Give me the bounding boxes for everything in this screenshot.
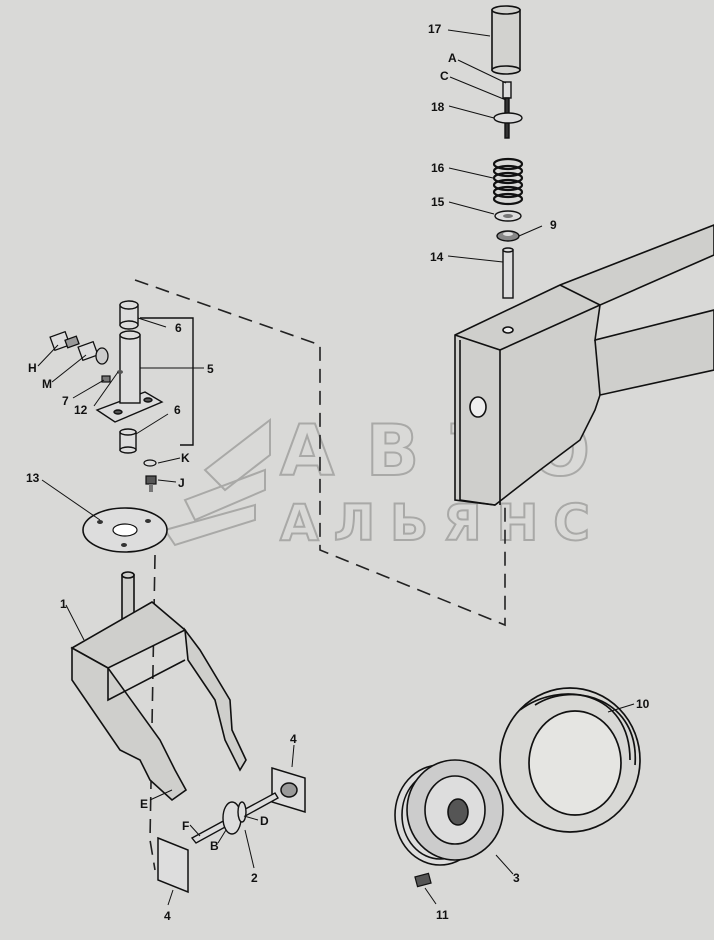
label-f: F: [182, 819, 189, 833]
label-14: 14: [430, 250, 444, 264]
label-15: 15: [431, 195, 445, 209]
label-5: 5: [207, 362, 214, 376]
part-2-axle: [190, 792, 279, 844]
part-17-sleeve: [491, 5, 521, 75]
label-6-upper: 6: [175, 321, 182, 335]
label-12: 12: [74, 403, 88, 417]
part-5-kingpin-plate: [95, 330, 164, 423]
part-6-lower-bushing: [119, 428, 137, 454]
label-j: J: [178, 476, 185, 490]
label-7: 7: [62, 394, 69, 408]
part-12-fitting: [117, 370, 123, 374]
part-5-bracket: [140, 317, 194, 446]
label-18: 18: [431, 100, 445, 114]
label-9: 9: [550, 218, 557, 232]
part-m-washer: [95, 347, 109, 365]
label-10: 10: [636, 697, 650, 711]
watermark-logo: [163, 417, 271, 547]
label-4-upper: 4: [290, 732, 297, 746]
frame-axle-beam: [454, 224, 714, 506]
part-3-wheel-rim: [394, 759, 504, 866]
label-e: E: [140, 797, 148, 811]
part-4-upper-plate: [271, 766, 306, 814]
part-14-pin: [502, 247, 514, 299]
part-1-fork: [70, 571, 247, 802]
label-2: 2: [251, 871, 258, 885]
part-j-screw: [145, 475, 157, 492]
part-9-nut: [496, 230, 520, 242]
part-h-bolt: [49, 330, 80, 352]
label-b: B: [210, 839, 219, 853]
label-6-lower: 6: [174, 403, 181, 417]
part-m-nut: [77, 340, 99, 362]
label-h: H: [28, 361, 37, 375]
label-11: 11: [436, 908, 449, 922]
label-d: D: [260, 814, 269, 828]
label-m: M: [42, 377, 52, 391]
label-k: K: [181, 451, 190, 465]
part-6-upper-bushing: [119, 300, 139, 330]
part-labels: 17 A C 18 16 15 9 14 6 5 6 H M 7 12 K J …: [26, 22, 650, 923]
part-13-plate: [82, 507, 168, 553]
label-1: 1: [60, 597, 67, 611]
part-4-lower-plate: [157, 836, 189, 894]
part-15-washer: [494, 210, 522, 222]
label-3: 3: [513, 871, 520, 885]
watermark-line2: АЛЬЯНС: [280, 494, 590, 552]
label-c: C: [440, 69, 449, 83]
label-4-lower: 4: [164, 909, 171, 923]
label-a: A: [448, 51, 457, 65]
part-7-fitting: [101, 375, 111, 383]
dashed-reference-lines: [134, 279, 506, 871]
part-10-tire: [499, 687, 641, 833]
leader-lines: [37, 29, 635, 906]
label-17: 17: [428, 22, 442, 36]
part-16-spring: [492, 157, 524, 206]
part-k-washer: [143, 459, 157, 467]
part-18-bolt-washer: [493, 81, 523, 139]
label-16: 16: [431, 161, 445, 175]
label-13: 13: [26, 471, 40, 485]
part-11-bolt: [414, 872, 432, 888]
